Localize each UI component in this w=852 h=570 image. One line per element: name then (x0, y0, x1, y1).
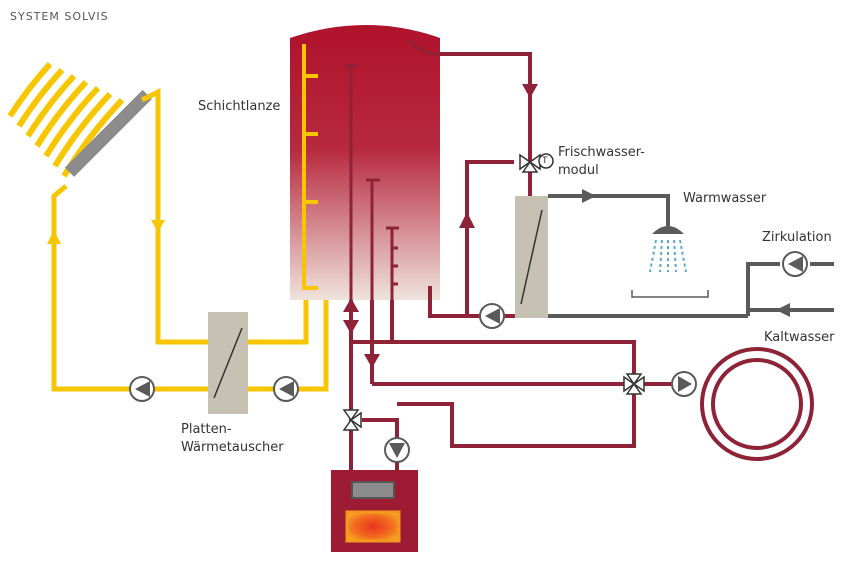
pump-icon (782, 251, 808, 277)
label-frischwasser-line2: modul (558, 163, 599, 178)
flow-arrow-down-icon (343, 320, 359, 334)
thermostat-icon: T (542, 156, 548, 166)
mixing-valve-icon (519, 153, 554, 173)
label-kaltwasser: Kaltwasser (764, 330, 835, 345)
label-schichtlanze: Schichtlanze (198, 99, 281, 114)
domestic-flow-arrows (582, 189, 790, 317)
solar-circuit (51, 87, 329, 392)
three-way-valve-icon (342, 409, 362, 431)
pump-icon (129, 376, 155, 402)
boiler (331, 470, 418, 552)
flow-arrow-up-icon (459, 212, 475, 228)
three-way-valve-icon (623, 373, 645, 395)
plate-heat-exchanger (208, 312, 248, 414)
heating-flow-arrows (343, 84, 538, 368)
pump-icon (479, 303, 505, 329)
label-zirkulation: Zirkulation (762, 230, 832, 245)
radiator-ring (700, 347, 814, 461)
flow-arrow-down-icon (522, 84, 538, 98)
fresh-water-exchanger (515, 196, 548, 318)
solar-flow-arrows (47, 220, 165, 244)
flow-arrow-down-icon (364, 354, 380, 368)
flow-arrow-up-icon (47, 230, 61, 244)
label-platten-line1: Platten- (181, 422, 232, 437)
pump-icon (384, 437, 410, 463)
flow-arrow-down-icon (151, 220, 165, 232)
solar-collector (7, 61, 152, 178)
flow-arrow-up-icon (343, 298, 359, 312)
label-platten-line2: Wärmetauscher (181, 440, 284, 455)
shower-icon (631, 226, 709, 298)
label-frischwasser-line1: Frischwasser- (558, 145, 645, 160)
flow-arrow-right-icon (582, 189, 596, 203)
pump-icon (273, 376, 299, 402)
flow-arrow-left-icon (776, 303, 790, 317)
label-warmwasser: Warmwasser (683, 191, 767, 206)
system-title: SYSTEM SOLVIS (10, 10, 109, 23)
storage-tank (290, 25, 440, 300)
heating-circuits (349, 52, 682, 470)
pump-icon (671, 371, 697, 397)
